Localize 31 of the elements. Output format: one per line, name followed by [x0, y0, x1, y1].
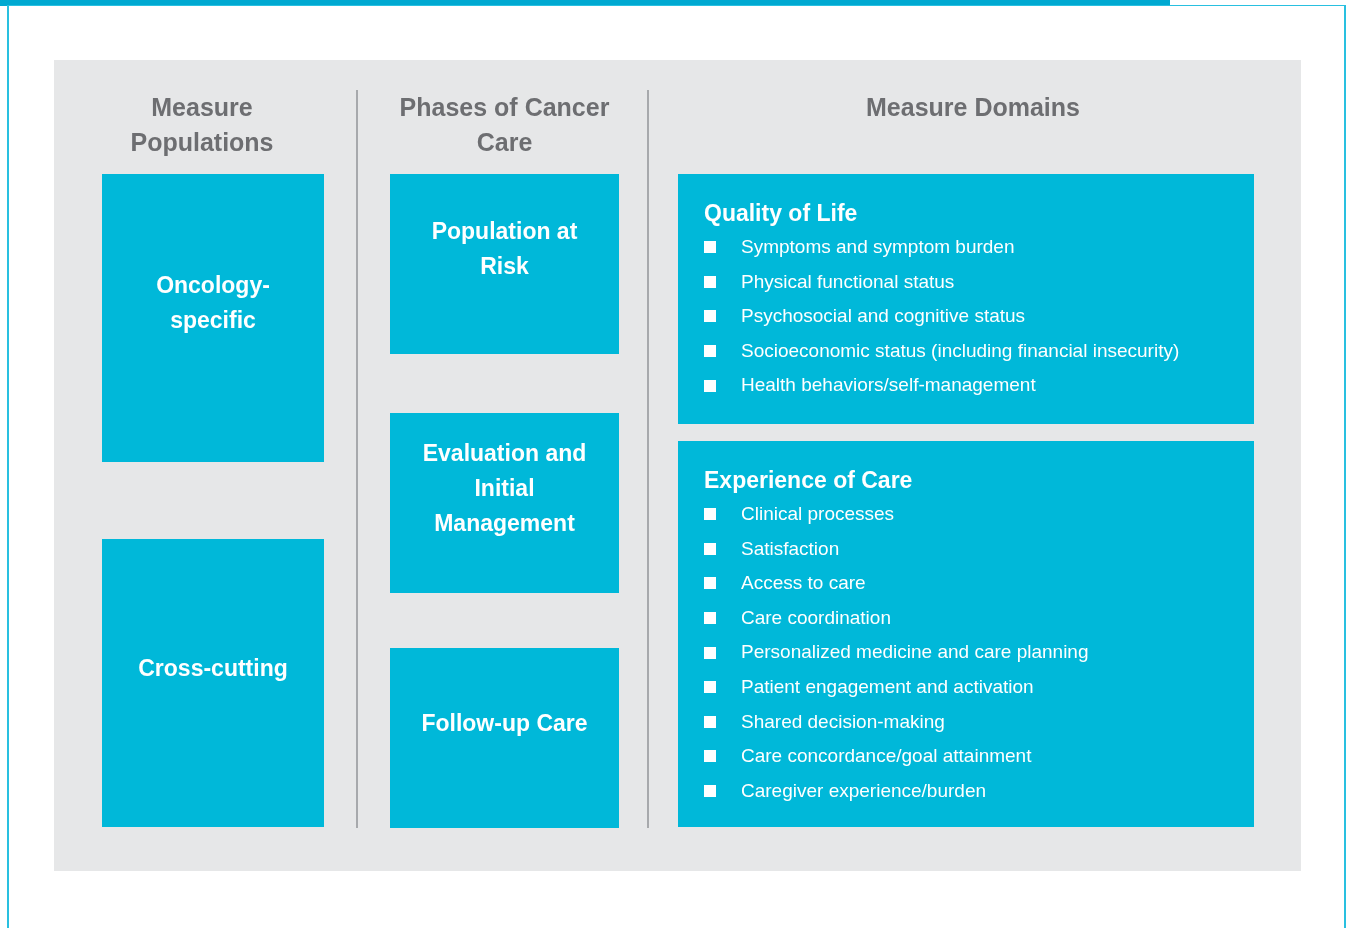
box-label: Oncology-specific: [155, 271, 271, 335]
column-heading: Measure Domains: [865, 92, 1081, 123]
list-item: Clinical processes: [741, 502, 895, 527]
list-item: Physical functional status: [741, 269, 955, 294]
box-label: Cross-cutting: [138, 653, 288, 683]
domain-box: [678, 174, 1254, 424]
list-item: Patient engagement and activation: [741, 675, 1034, 699]
list-item: Personalized medicine and care planning: [741, 640, 1089, 665]
box-heading: Experience of Care: [704, 466, 914, 495]
list-item: Care coordination: [741, 605, 891, 630]
list-item: Caregiver experience/burden: [741, 778, 987, 803]
box-label: Evaluation and Initial Management: [421, 438, 588, 538]
list-item: Access to care: [741, 571, 866, 596]
category-box: [390, 174, 619, 354]
list-item: Care concordance/goal attainment: [741, 744, 1032, 769]
category-box: [390, 413, 619, 593]
list-item: Symptoms and symptom burden: [741, 235, 1015, 260]
list-item: Satisfaction: [741, 536, 840, 561]
list-item: Shared decision-making: [741, 709, 945, 734]
category-box: [102, 174, 324, 462]
box-heading: Quality of Life: [704, 199, 859, 228]
box-label: Population at Risk: [430, 217, 579, 281]
category-box: [102, 539, 324, 827]
domain-box: [678, 441, 1254, 827]
list-item: Socioeconomic status (including financial insecurity): [741, 338, 1180, 363]
column-heading: Phases of Cancer Care: [398, 92, 611, 158]
column-heading: Measure Populations: [129, 92, 275, 158]
list-item: Psychosocial and cognitive status: [741, 304, 1026, 329]
category-box: [390, 648, 619, 828]
box-label: Follow-up Care: [421, 708, 588, 738]
list-item: Health behaviors/self-management: [741, 373, 1036, 398]
